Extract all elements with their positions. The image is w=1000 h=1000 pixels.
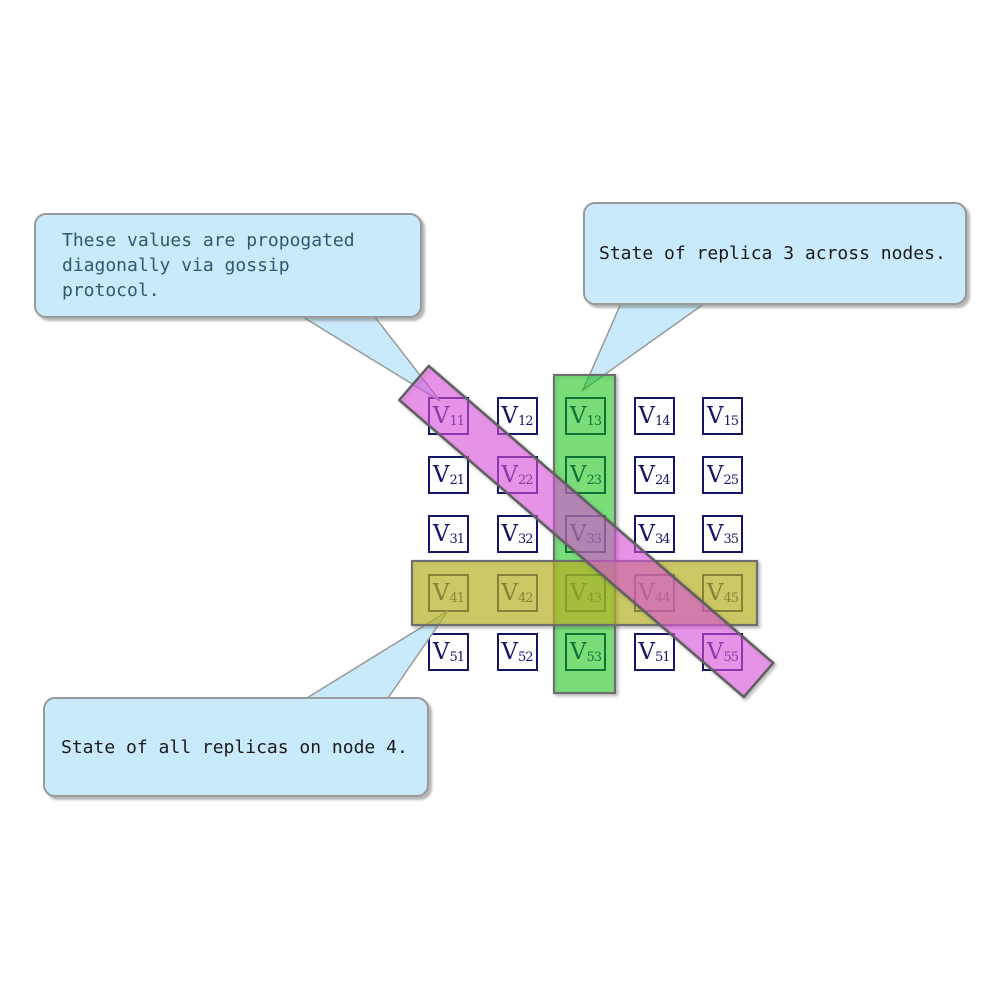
value-symbol: V [501, 461, 519, 488]
value-symbol: V [638, 402, 656, 429]
replica3-callout-tail [581, 300, 711, 393]
value-symbol: V [501, 638, 519, 665]
value-subscript: 23 [586, 473, 603, 488]
value-symbol: V [569, 579, 587, 606]
value-subscript: 55 [723, 650, 740, 665]
value-subscript: 43 [586, 591, 603, 606]
value-subscript: 41 [449, 591, 466, 606]
value-subscript: 15 [723, 414, 740, 429]
value-symbol: V [706, 461, 724, 488]
value-symbol: V [638, 579, 656, 606]
replica3-callout: State of replica 3 across nodes. [583, 202, 967, 305]
gossip-callout-text: These values are propogated diagonally v… [62, 230, 355, 301]
value-symbol: V [432, 638, 450, 665]
value-symbol: V [569, 520, 587, 547]
value-subscript: 11 [449, 414, 466, 429]
value-subscript: 34 [655, 532, 671, 547]
node4-callout-text: State of all replicas on node 4. [61, 736, 408, 758]
value-symbol: V [638, 520, 656, 547]
gossip-callout-tail [295, 311, 441, 402]
value-subscript: 51 [449, 650, 466, 665]
value-subscript: 25 [723, 473, 740, 488]
value-symbol: V [432, 402, 450, 429]
value-subscript: 52 [518, 650, 534, 665]
value-subscript: 13 [586, 414, 603, 429]
value-symbol: V [501, 579, 519, 606]
value-subscript: 45 [723, 591, 740, 606]
value-symbol: V [638, 461, 656, 488]
value-symbol: V [706, 579, 724, 606]
replica3-callout-text: State of replica 3 across nodes. [599, 243, 946, 264]
value-symbol: V [432, 461, 450, 488]
value-symbol: V [501, 402, 519, 429]
value-symbol: V [569, 402, 587, 429]
value-subscript: 35 [723, 532, 740, 547]
value-symbol: V [569, 638, 587, 665]
value-symbol: V [706, 520, 724, 547]
value-subscript: 24 [655, 473, 671, 488]
value-subscript: 31 [449, 532, 466, 547]
value-subscript: 53 [586, 650, 603, 665]
value-symbol: V [706, 638, 724, 665]
node4-callout: State of all replicas on node 4. [43, 697, 429, 797]
value-subscript: 32 [518, 532, 534, 547]
node4-callout-tail [299, 610, 449, 702]
value-symbol: V [706, 402, 724, 429]
value-symbol: V [432, 579, 450, 606]
gossip-callout: These values are propogated diagonally v… [34, 213, 422, 318]
value-subscript: 42 [518, 591, 534, 606]
value-symbol: V [432, 520, 450, 547]
value-subscript: 44 [655, 591, 671, 606]
value-subscript: 12 [518, 414, 534, 429]
value-subscript: 22 [518, 473, 534, 488]
value-symbol: V [569, 461, 587, 488]
value-subscript: 33 [586, 532, 603, 547]
value-symbol: V [638, 638, 656, 665]
value-subscript: 51 [655, 650, 671, 665]
value-symbol: V [501, 520, 519, 547]
value-subscript: 14 [655, 414, 671, 429]
value-subscript: 21 [449, 473, 466, 488]
